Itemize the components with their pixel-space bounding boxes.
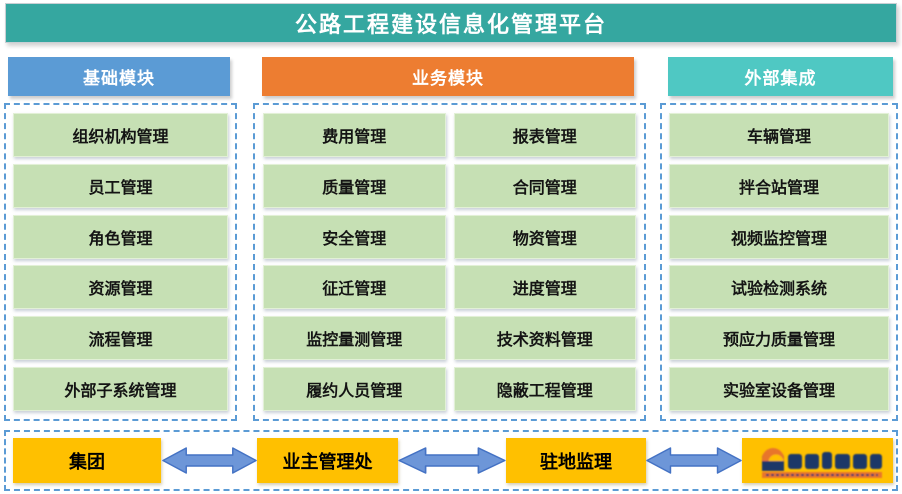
external-integration-header: 外部集成 (668, 57, 893, 96)
module-item: 拌合站管理 (669, 163, 889, 208)
module-item: 资源管理 (13, 265, 228, 310)
business-modules-panel: 费用管理 报表管理 质量管理 合同管理 安全管理 物资管理 征迁管理 进度管理 … (253, 103, 646, 421)
module-item: 进度管理 (453, 265, 636, 310)
module-item: 角色管理 (13, 214, 228, 259)
module-item: 预应力质量管理 (669, 316, 889, 361)
module-item: 安全管理 (263, 214, 446, 259)
module-item: 物资管理 (453, 214, 636, 259)
double-arrow-icon (397, 445, 507, 476)
module-item: 实验室设备管理 (669, 366, 889, 411)
double-arrow-icon (645, 445, 743, 476)
module-item: 外部子系统管理 (13, 366, 228, 411)
page-title: 公路工程建设信息化管理平台 (5, 3, 897, 43)
company-logo (761, 447, 882, 478)
module-item: 质量管理 (263, 163, 446, 208)
business-modules-header: 业务模块 (262, 57, 634, 96)
org-node: 业主管理处 (257, 438, 398, 483)
module-item: 费用管理 (263, 113, 446, 157)
module-item: 报表管理 (453, 113, 636, 157)
module-item: 试验检测系统 (669, 265, 889, 310)
module-item: 合同管理 (453, 163, 636, 208)
external-integration-panel: 车辆管理 拌合站管理 视频监控管理 试验检测系统 预应力质量管理 实验室设备管理 (660, 103, 898, 421)
org-node (742, 438, 893, 483)
logo-swoosh-icon (761, 447, 784, 471)
module-item: 隐蔽工程管理 (453, 366, 636, 411)
double-arrow-icon (161, 445, 258, 476)
module-item: 组织机构管理 (13, 113, 228, 157)
module-item: 征迁管理 (263, 265, 446, 310)
logo-tagline-bar (761, 471, 882, 478)
module-item: 视频监控管理 (669, 214, 889, 259)
module-item: 技术资料管理 (453, 316, 636, 361)
module-item: 履约人员管理 (263, 366, 446, 411)
integration-flow-panel (4, 430, 898, 491)
module-item: 监控量测管理 (263, 316, 446, 361)
module-item: 车辆管理 (669, 113, 889, 157)
basic-modules-header: 基础模块 (8, 57, 230, 96)
module-item: 流程管理 (13, 316, 228, 361)
org-node: 集团 (13, 438, 161, 483)
org-node: 驻地监理 (506, 438, 646, 483)
basic-modules-panel: 组织机构管理 员工管理 角色管理 资源管理 流程管理 外部子系统管理 (4, 103, 237, 421)
module-item: 员工管理 (13, 163, 228, 208)
